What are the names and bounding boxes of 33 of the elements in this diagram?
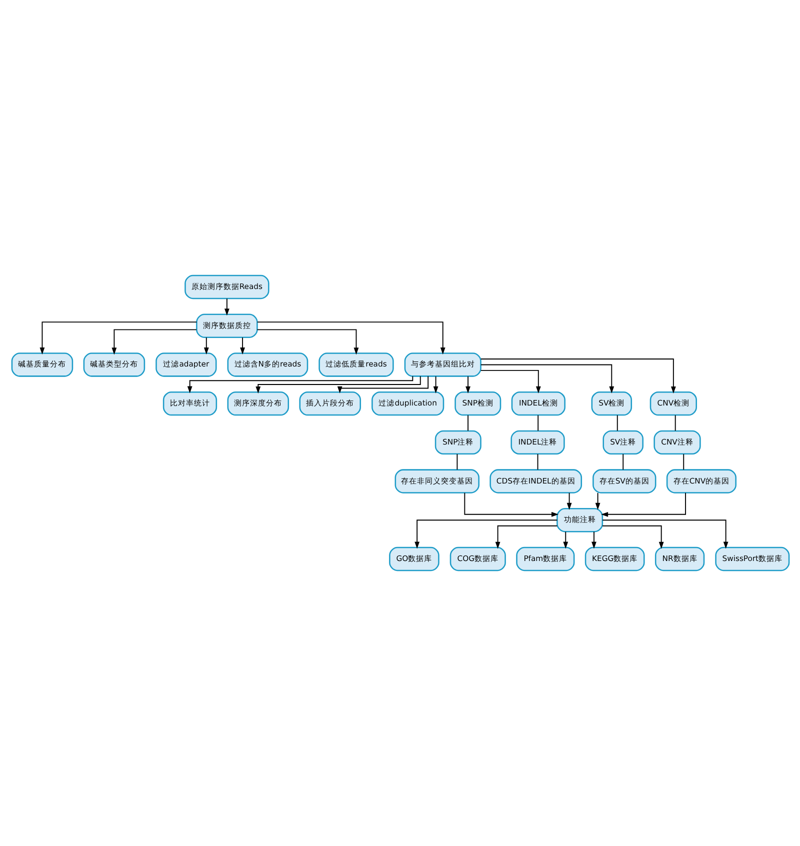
arrow — [224, 298, 229, 316]
arrow — [600, 492, 686, 517]
arrow — [480, 370, 540, 394]
arrow — [186, 376, 413, 394]
arrow — [414, 520, 558, 549]
arrow — [39, 322, 197, 354]
arrow — [480, 358, 676, 394]
arrow — [240, 337, 244, 355]
arrow — [562, 531, 568, 549]
arrow — [566, 492, 572, 510]
connector — [616, 414, 618, 432]
arrow — [256, 322, 445, 354]
connector — [537, 414, 538, 432]
connector — [682, 454, 684, 470]
arrow — [594, 492, 600, 510]
arrow — [111, 329, 196, 355]
connector — [456, 454, 458, 470]
arrow — [464, 492, 558, 517]
connector — [467, 414, 468, 432]
arrow — [591, 531, 596, 549]
connector — [536, 454, 538, 470]
arrow — [602, 520, 728, 549]
arrow — [494, 525, 558, 549]
connector — [622, 454, 624, 470]
arrow — [432, 376, 438, 394]
arrow — [203, 337, 208, 355]
arrow — [465, 376, 470, 394]
arrow — [255, 376, 420, 394]
arrow — [256, 329, 358, 355]
arrow — [480, 364, 614, 394]
arrow — [336, 376, 428, 394]
connector — [674, 414, 676, 432]
arrow — [602, 525, 664, 549]
